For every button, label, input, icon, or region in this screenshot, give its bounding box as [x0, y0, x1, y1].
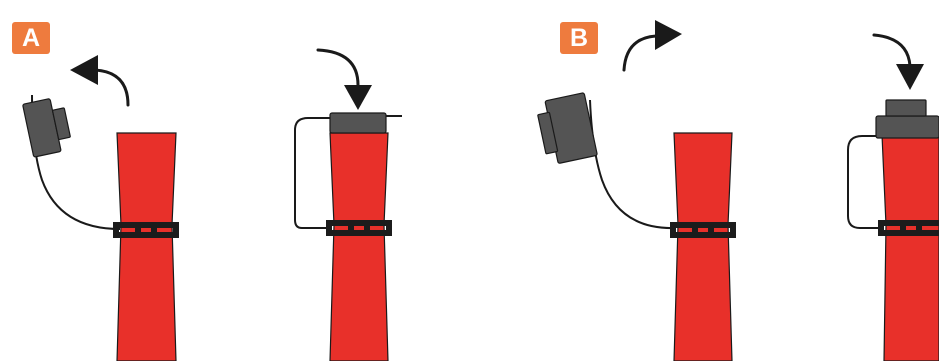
- panel-b-tube-open-cap: [537, 92, 598, 164]
- curved-arrow-right-icon: [622, 20, 682, 72]
- panel-b-tube-open: [537, 20, 736, 361]
- curved-arrow-left-icon: [70, 55, 130, 107]
- panel-a-tube-closed-tether: [294, 117, 330, 229]
- panel-a-tube-open-cap: [22, 98, 71, 158]
- panel-a-tube-closed-body: [329, 132, 389, 361]
- panel-a-badge: A: [12, 22, 50, 54]
- panel-a-tube-open-band: [113, 222, 179, 238]
- panel-a-tube-closed: [294, 48, 402, 361]
- panel-b-tube-open-body: [673, 132, 733, 361]
- panel-b-tube-closed-cap-top: [885, 99, 927, 117]
- panel-b-tube-open-tether: [589, 99, 677, 230]
- curved-arrow-down-icon: [316, 48, 372, 110]
- panel-b-tube-closed-body: [881, 134, 939, 361]
- panel-b-badge: B: [560, 22, 598, 54]
- curved-arrow-down-icon: [872, 33, 924, 90]
- panel-b-tube-closed-cap: [875, 115, 939, 139]
- panel-a-tube-closed-band: [326, 220, 392, 236]
- panel-b-tube-closed-tether: [847, 135, 880, 229]
- panel-a-tube-closed-cap: [329, 112, 387, 134]
- panel-a-tube-open-body: [116, 132, 177, 361]
- panel-a-tube-open: [22, 55, 179, 361]
- panel-b-tube-closed-band: [878, 220, 939, 236]
- panel-b-tube-closed: [847, 33, 939, 361]
- panel-b-tube-open-band: [670, 222, 736, 238]
